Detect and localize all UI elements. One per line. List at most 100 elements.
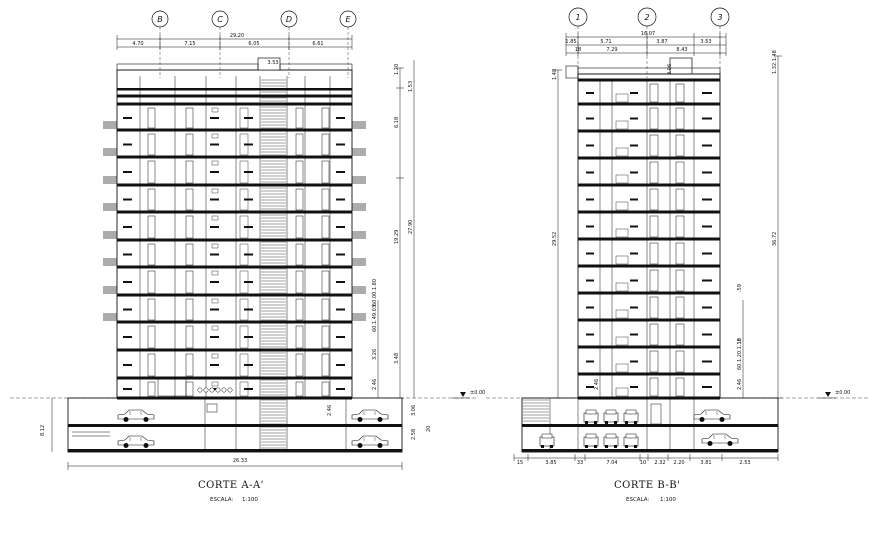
elevator-door xyxy=(239,325,249,349)
grid-axis-label: 1 xyxy=(575,13,580,22)
window-mark xyxy=(630,386,638,388)
car-icon xyxy=(351,409,389,422)
car-body xyxy=(623,436,639,447)
elevator-door xyxy=(239,298,249,321)
floor-slab xyxy=(578,345,720,349)
door xyxy=(649,350,659,373)
floor-slab xyxy=(578,372,720,376)
car-front-icon xyxy=(603,433,619,448)
floor-slab xyxy=(578,78,720,82)
car-wheel xyxy=(550,445,553,448)
window-mark xyxy=(123,281,132,283)
planter xyxy=(197,387,203,393)
window-mark xyxy=(586,279,594,282)
window-mark xyxy=(586,333,594,336)
window-mark xyxy=(630,144,638,147)
door xyxy=(295,107,304,129)
window-mark xyxy=(244,388,253,390)
window-mark xyxy=(630,225,638,228)
basement-slab xyxy=(522,449,778,452)
door xyxy=(185,107,194,129)
door xyxy=(321,353,330,377)
door xyxy=(649,296,659,319)
door xyxy=(675,188,685,211)
base-width-dimension: 26.33 xyxy=(233,458,247,464)
floor-slab xyxy=(117,183,352,187)
section-b-scale-value: 1:100 xyxy=(660,497,676,503)
door xyxy=(675,161,685,184)
door xyxy=(675,83,685,103)
door xyxy=(185,353,194,377)
window-mark xyxy=(210,281,219,283)
roof-stair-tower xyxy=(669,57,693,75)
furniture xyxy=(615,120,629,130)
floor-slab xyxy=(117,210,352,214)
planter xyxy=(227,387,233,393)
roof-parapet xyxy=(116,63,259,71)
window-mark xyxy=(244,171,253,173)
door xyxy=(147,107,156,129)
window-mark xyxy=(336,388,345,390)
window-mark xyxy=(336,198,345,201)
car-wheel xyxy=(727,441,733,446)
car-icon xyxy=(701,433,739,446)
bay-width-dimension: 4.70 xyxy=(132,41,143,47)
base-dimension: 15 xyxy=(517,460,523,466)
grid-axis-label: 2 xyxy=(644,13,649,22)
car-roof xyxy=(605,409,617,415)
car-front-icon xyxy=(603,409,619,424)
door xyxy=(321,381,330,397)
basement-slab xyxy=(68,424,402,427)
height-dimension: 8.12 xyxy=(40,425,46,436)
window-mark xyxy=(210,171,219,173)
car-icon xyxy=(117,435,155,448)
window-mark xyxy=(630,252,638,255)
floor-slab xyxy=(578,264,720,268)
door xyxy=(295,243,304,266)
window-mark xyxy=(336,143,345,146)
window-mark xyxy=(336,171,345,173)
window-mark xyxy=(702,198,712,201)
base-dimension: 2.53 xyxy=(739,460,750,466)
grid-axis-label: D xyxy=(286,15,292,24)
roof-dimension: 3.06 xyxy=(667,64,673,75)
car-body xyxy=(623,412,639,423)
vent xyxy=(211,298,219,304)
car-front-icon xyxy=(583,409,599,424)
height-dimension: 36.72 xyxy=(772,232,778,246)
floor-slab xyxy=(117,376,352,380)
elevator-door xyxy=(239,133,249,156)
door xyxy=(185,298,194,321)
elevator-door xyxy=(239,160,249,184)
window-mark xyxy=(244,253,253,256)
floor-slab xyxy=(117,128,352,132)
height-dimension: 19.29 xyxy=(394,230,400,244)
window-mark xyxy=(586,360,594,363)
vent xyxy=(211,353,219,359)
car-body xyxy=(693,409,731,420)
level-mark: ±0.00 xyxy=(470,390,485,396)
window-mark xyxy=(702,279,712,282)
window-mark xyxy=(210,388,219,390)
overall-width-dimension: 29.20 xyxy=(230,33,244,39)
window-mark xyxy=(702,117,712,120)
level-arrow-head xyxy=(825,392,831,397)
base-dimension: 3.81 xyxy=(700,460,711,466)
window-mark xyxy=(244,198,253,201)
base-dimension: 7.04 xyxy=(606,460,617,466)
window-mark xyxy=(244,364,253,366)
door xyxy=(675,242,685,265)
height-dimension: 2.46 xyxy=(372,379,378,390)
section-b-grid-labels: 1 2 3 xyxy=(575,13,722,22)
elevator-door xyxy=(239,381,249,397)
planter xyxy=(215,387,221,393)
floor-slab xyxy=(117,320,352,324)
basement-slab xyxy=(522,424,778,427)
window-mark xyxy=(123,253,132,256)
car-wheel xyxy=(123,417,129,422)
furniture xyxy=(615,93,629,103)
car-icon xyxy=(117,409,155,422)
door xyxy=(321,243,330,266)
window-mark xyxy=(336,117,345,119)
window-mark xyxy=(336,226,345,228)
